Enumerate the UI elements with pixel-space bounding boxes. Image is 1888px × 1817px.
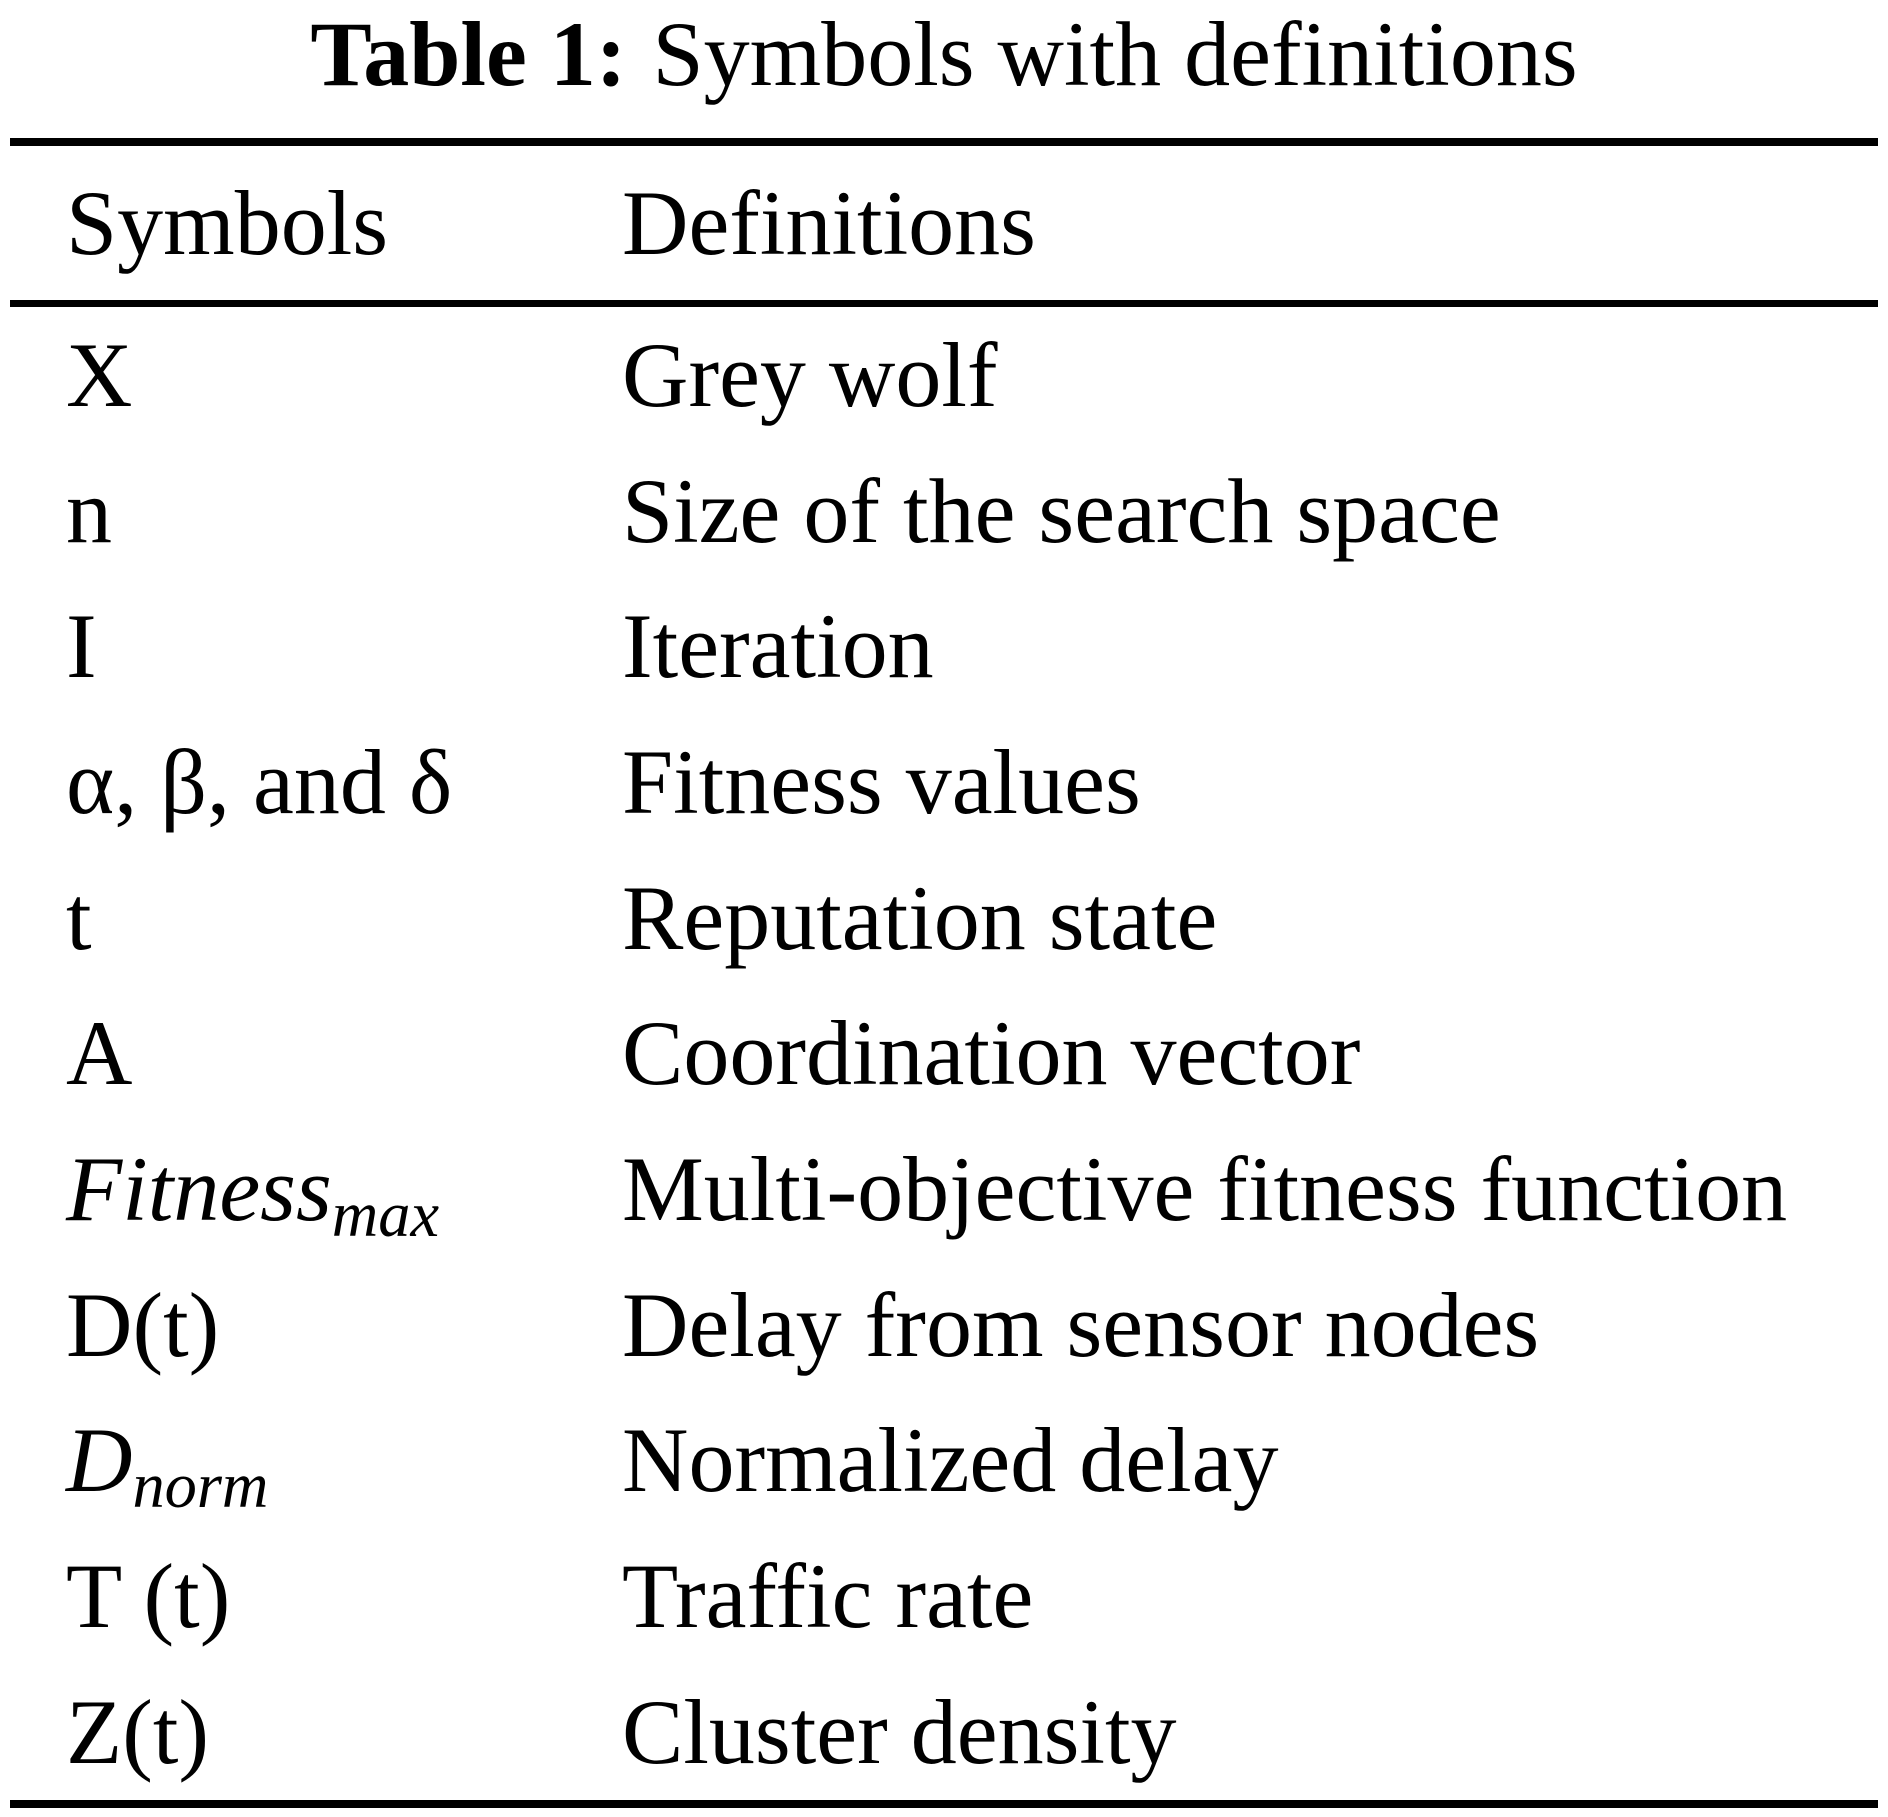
symbol-cell: Z(t)	[10, 1686, 622, 1778]
rule-header-separator	[10, 300, 1878, 307]
symbol-cell: D(t)	[10, 1279, 622, 1371]
symbol-cell: I	[10, 600, 622, 692]
symbol-cell: X	[10, 329, 622, 421]
definition-cell: Size of the search space	[622, 459, 1501, 562]
symbol-cell: n	[10, 465, 622, 557]
definition-cell: Normalized delay	[622, 1409, 1279, 1512]
symbol-subscript: norm	[132, 1450, 269, 1522]
header-row: Symbols Definitions	[10, 146, 1878, 300]
table-row: Dnorm Normalized delay	[10, 1393, 1878, 1529]
table-row: A Coordination vector	[10, 985, 1878, 1121]
symbol-text: Z(t)	[66, 1680, 210, 1783]
table-row: n Size of the search space	[10, 443, 1878, 579]
column-header-symbols: Symbols	[66, 172, 389, 274]
symbol-cell: Fitnessmax	[10, 1143, 622, 1247]
rule-bottom	[10, 1799, 1878, 1808]
symbol-text: Fitness	[66, 1137, 332, 1240]
symbol-text: α, β, and δ	[66, 730, 453, 833]
table-row: X Grey wolf	[10, 307, 1878, 443]
rule-top	[10, 138, 1878, 146]
symbol-text: X	[66, 323, 133, 426]
table-row: Z(t) Cluster density	[10, 1664, 1878, 1800]
column-header-definitions: Definitions	[622, 172, 1036, 274]
table-caption: Table 1:Symbols with definitions	[0, 0, 1888, 138]
table-row: α, β, and δ Fitness values	[10, 714, 1878, 850]
symbol-text: A	[66, 1002, 133, 1105]
definition-cell: Delay from sensor nodes	[622, 1273, 1540, 1376]
definition-cell: Cluster density	[622, 1680, 1177, 1783]
table-row: T (t) Traffic rate	[10, 1528, 1878, 1664]
symbol-text: D	[66, 1409, 133, 1512]
symbol-text: T (t)	[66, 1545, 231, 1648]
symbol-cell: α, β, and δ	[10, 736, 622, 828]
table-body: X Grey wolf n Size of the search space I…	[10, 307, 1878, 1800]
caption-title: Symbols with definitions	[652, 3, 1578, 105]
symbol-text: t	[66, 866, 92, 969]
symbol-subscript: max	[331, 1179, 440, 1251]
definition-cell: Traffic rate	[622, 1545, 1034, 1648]
definition-cell: Fitness values	[622, 730, 1141, 833]
symbol-cell: t	[10, 872, 622, 964]
symbol-cell: T (t)	[10, 1550, 622, 1642]
definition-cell: Iteration	[622, 595, 934, 698]
table-row: Fitnessmax Multi-objective fitness funct…	[10, 1121, 1878, 1257]
symbols-table: Symbols Definitions X Grey wolf n Size o…	[10, 138, 1878, 1808]
table-row: D(t) Delay from sensor nodes	[10, 1257, 1878, 1393]
definition-cell: Multi-objective fitness function	[622, 1137, 1788, 1240]
symbol-text: n	[66, 459, 112, 562]
definition-cell: Reputation state	[622, 866, 1218, 969]
symbol-cell: Dnorm	[10, 1414, 622, 1518]
symbol-cell: A	[10, 1007, 622, 1099]
caption-label: Table 1:	[310, 3, 627, 105]
definition-cell: Coordination vector	[622, 1002, 1361, 1105]
symbol-text: I	[66, 595, 97, 698]
definition-cell: Grey wolf	[622, 323, 998, 426]
symbol-text: D(t)	[66, 1273, 220, 1376]
table-row: I Iteration	[10, 578, 1878, 714]
table-row: t Reputation state	[10, 850, 1878, 986]
